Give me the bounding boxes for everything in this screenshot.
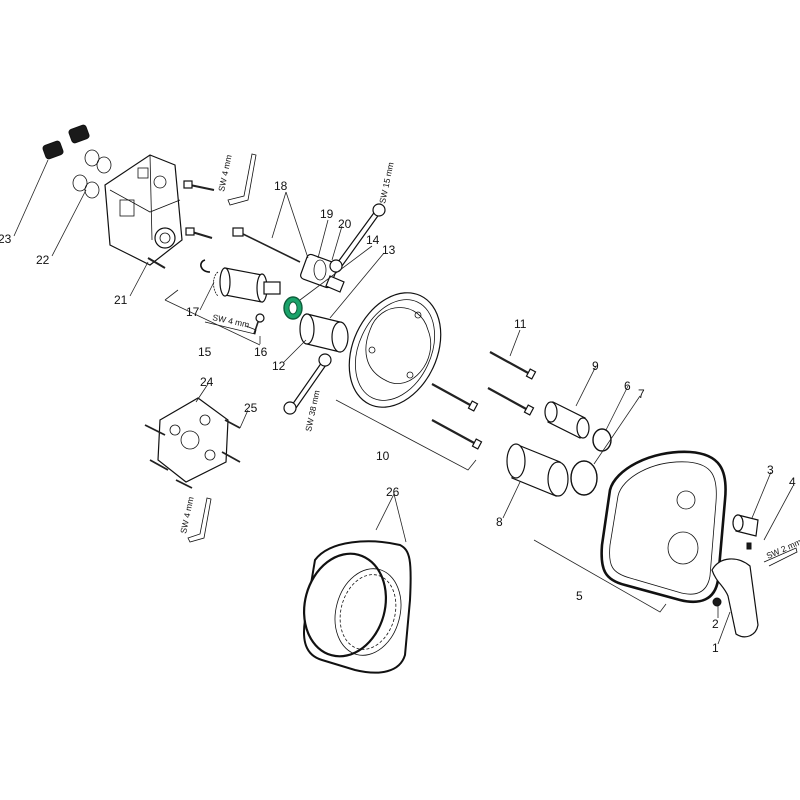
sw38-label: SW 38 mm [303,389,322,432]
label-part-22: 22 [36,253,50,267]
label-part-23: 23 [0,232,12,246]
extension-part-9 [544,401,590,439]
o-ring-part-6 [592,428,612,452]
o-rings-part-22 [72,149,112,199]
label-part-1: 1 [712,641,719,655]
spindle-part-18 [232,227,301,263]
cap-part-23 [42,124,90,160]
screw-part-16 [253,313,265,335]
sw4-top-label: SW 4 mm [216,154,234,193]
cover-plate-part-5 [600,450,727,604]
cartridge-part-15 [213,267,281,303]
screws-part-25 [144,419,241,489]
label-part-5: 5 [576,589,583,603]
allen-key-sw2: SW 2 mm [746,537,800,567]
ring-part-14 [283,296,303,320]
label-part-7: 7 [638,387,645,401]
screws-part-11 [431,351,537,450]
knob-part-3 [732,514,759,537]
base-plate-part-24 [157,397,229,483]
label-part-11: 11 [514,317,527,331]
label-part-9: 9 [592,359,599,373]
o-ring-part-7 [570,460,598,496]
label-part-25: 25 [244,401,258,415]
valve-body-part-21 [104,154,183,266]
clip-part-17 [200,259,211,273]
label-part-4: 4 [789,475,796,489]
lever-handle-part-1 [711,558,759,638]
screw-part-2 [712,597,722,607]
label-part-24: 24 [200,375,214,389]
label-part-10: 10 [376,449,390,463]
label-part-16: 16 [254,345,268,359]
allen-key-sw4-top: SW 4 mm [216,153,257,206]
sw4-cartridge-label: SW 4 mm [212,312,251,330]
mounting-plate-part-10 [348,292,442,408]
screw-lower [147,257,166,269]
label-part-12: 12 [272,359,286,373]
part-number-labels: 23 22 21 17 15 16 18 19 20 14 13 12 10 1… [0,179,796,655]
leader-lines [13,159,794,645]
label-part-21: 21 [114,293,128,307]
extension-part-8 [506,443,569,497]
sw2-label: SW 2 mm [765,537,800,561]
label-part-26: 26 [386,485,400,499]
frame-part-26 [302,540,412,674]
sw4-bottom-label: SW 4 mm [178,496,196,535]
label-part-2: 2 [712,617,719,631]
label-part-18: 18 [274,179,288,193]
label-part-6: 6 [624,379,631,393]
sw15-label: SW 15 mm [377,161,396,204]
label-part-15: 15 [198,345,212,359]
sleeve-part-13 [299,313,349,353]
label-part-20: 20 [338,217,352,231]
stem-part-19-20 [300,253,345,293]
label-part-19: 19 [320,207,334,221]
screw-top [183,180,215,191]
label-part-3: 3 [767,463,774,477]
label-part-8: 8 [496,515,503,529]
allen-key-sw4-bottom: SW 4 mm [178,496,212,543]
label-part-17: 17 [186,305,200,319]
wrench-sw38: SW 38 mm [283,353,332,432]
label-part-14: 14 [366,233,380,247]
screw-middle [185,227,213,239]
label-part-13: 13 [382,243,396,257]
